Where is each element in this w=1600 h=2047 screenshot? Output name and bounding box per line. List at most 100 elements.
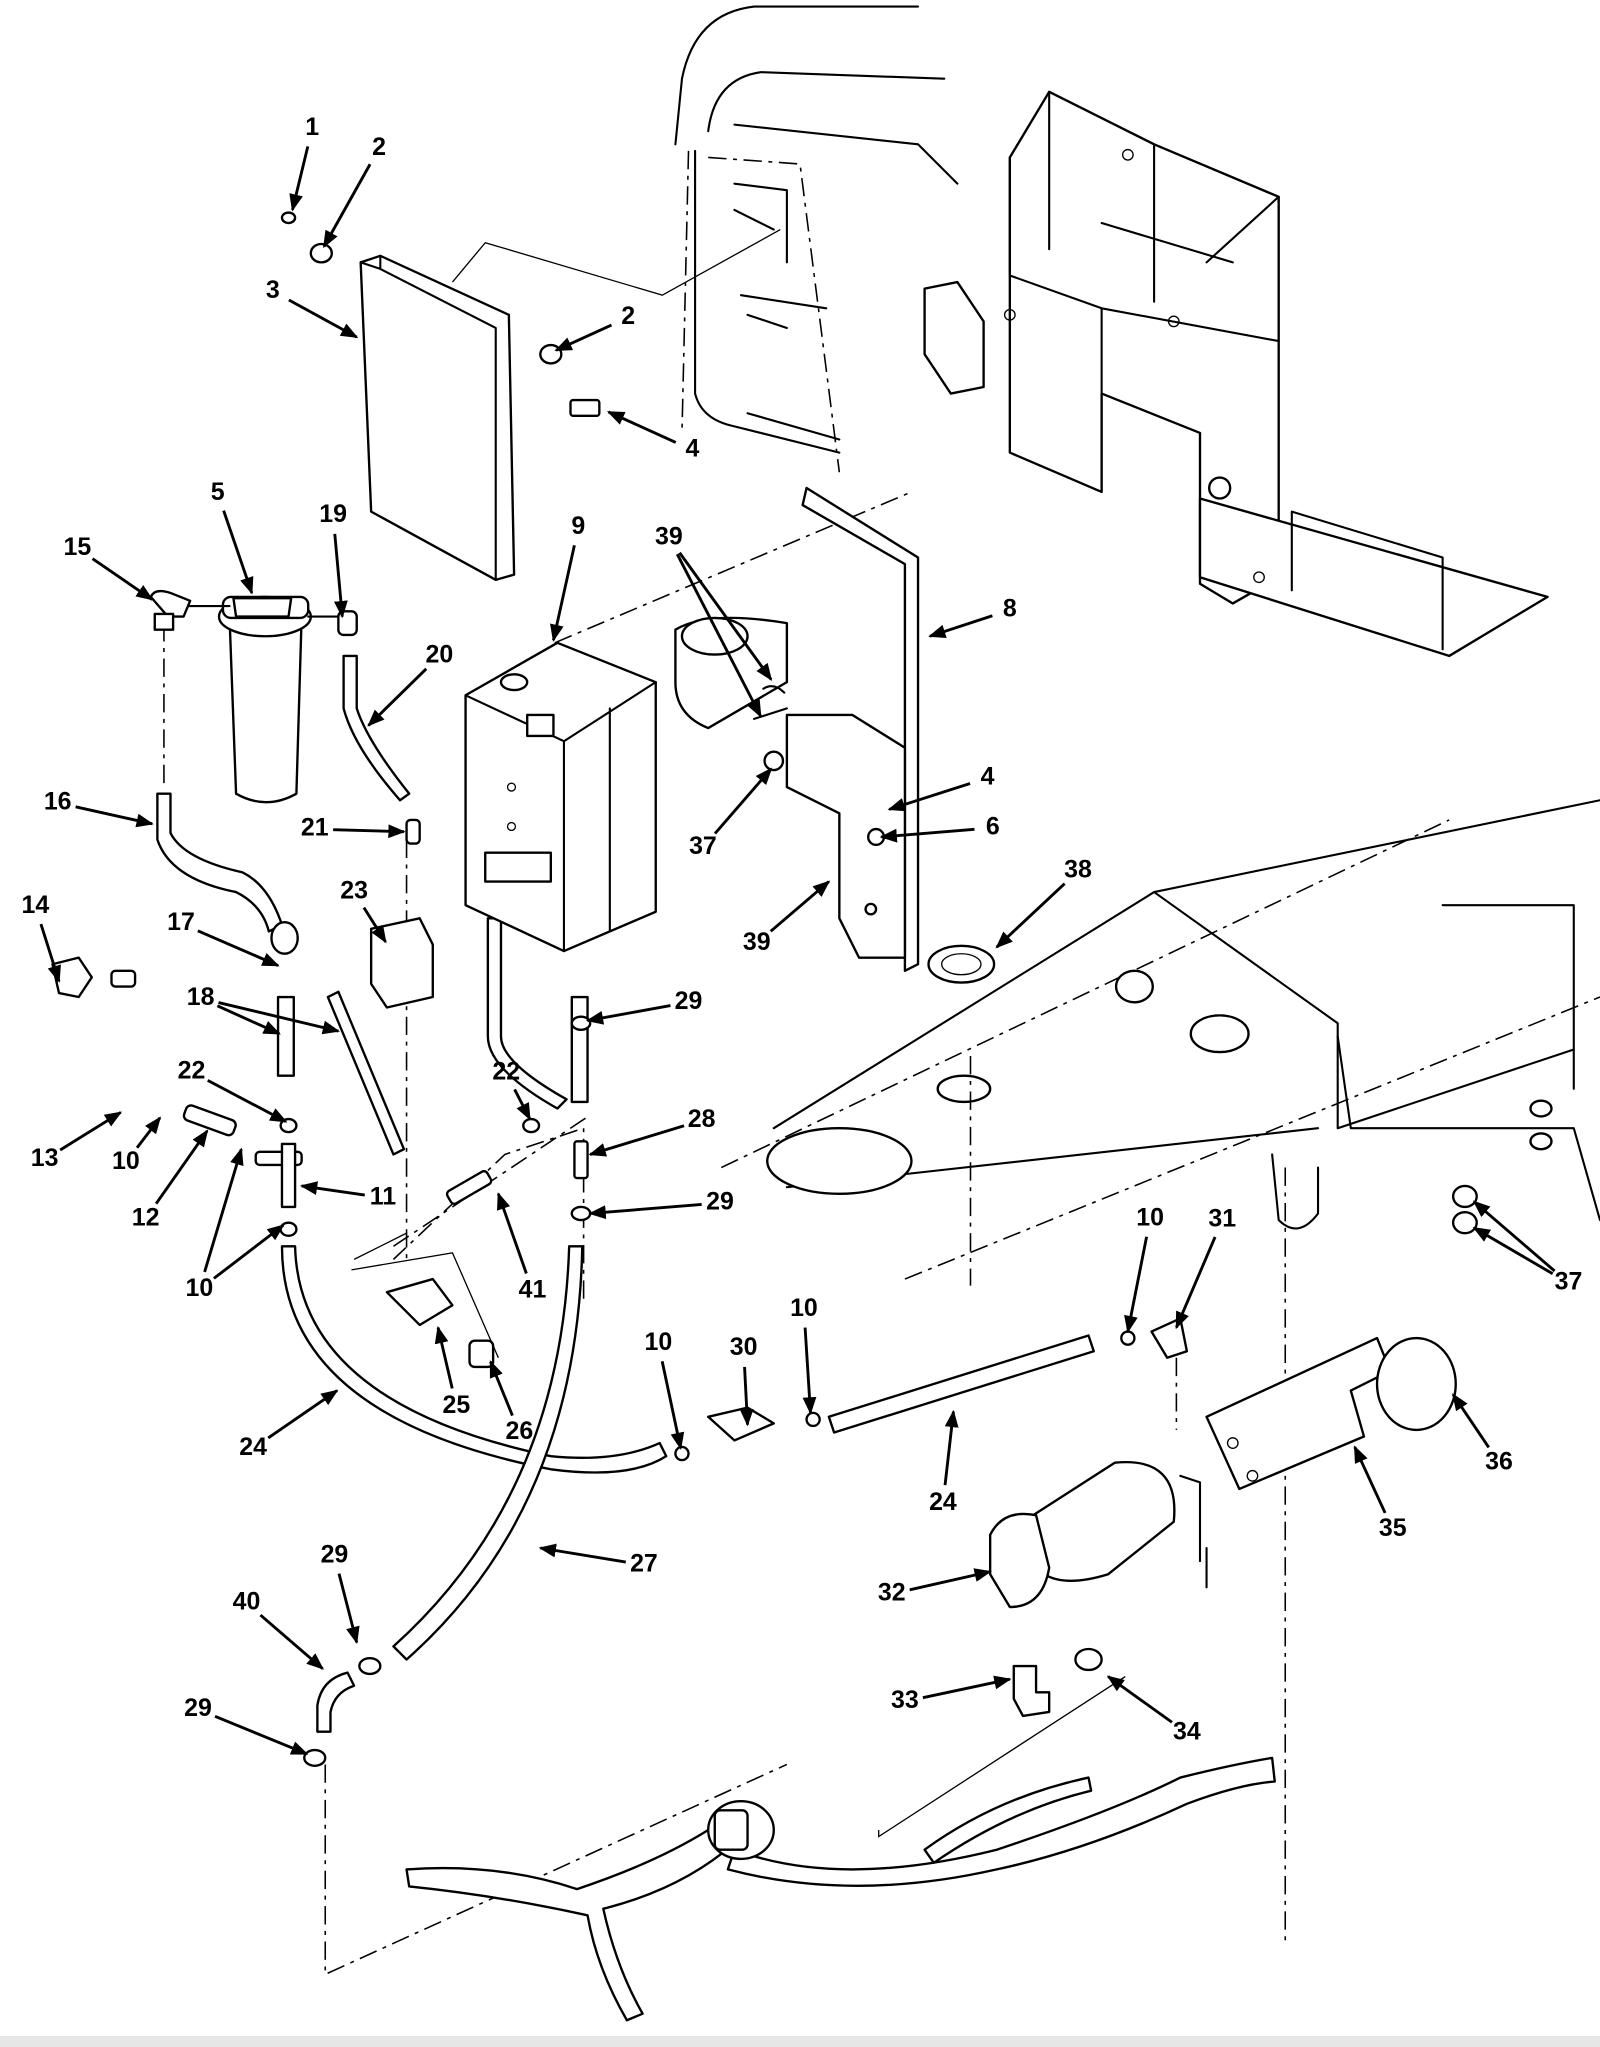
callout-arrow <box>1124 1236 1149 1334</box>
mounting-bracket <box>674 486 920 972</box>
bottom-bar <box>0 2036 1600 2047</box>
callout-arrow <box>1353 1445 1387 1514</box>
callout-label: 38 <box>1064 856 1092 884</box>
callout-label: 37 <box>1555 1268 1583 1296</box>
callout-label: 22 <box>178 1056 206 1084</box>
callout-arrow <box>259 1613 324 1670</box>
callout-label: 14 <box>22 891 50 919</box>
callout-label: 10 <box>790 1294 818 1322</box>
callout-arrow <box>943 1409 959 1486</box>
chassis-frame <box>393 799 1600 1280</box>
callout-label: 8 <box>1003 595 1017 623</box>
callout-label: 10 <box>112 1147 140 1175</box>
callout-arrow <box>267 1389 339 1440</box>
callout-arrow <box>337 1573 360 1645</box>
callout-arrow <box>216 1004 281 1036</box>
callout-arrow <box>489 1360 514 1417</box>
callout-arrow <box>1175 1236 1217 1330</box>
grommet <box>927 944 996 984</box>
callout-arrow <box>538 1543 627 1564</box>
callout-arrow <box>197 929 280 967</box>
callout-arrow <box>434 1325 454 1389</box>
callout-label: 4 <box>686 435 700 463</box>
callout-arrow <box>675 553 762 718</box>
callout-arrow <box>928 614 993 638</box>
callout-label: 26 <box>505 1417 533 1445</box>
callout-arrow <box>362 906 387 944</box>
callout-label: 33 <box>891 1686 919 1714</box>
callout-arrow <box>154 1129 209 1205</box>
callout-arrow <box>203 1147 244 1273</box>
callout-arrow <box>222 510 254 595</box>
callout-arrow <box>606 410 677 444</box>
callout-label: 18 <box>187 983 215 1011</box>
pump-assembly <box>988 1336 1457 1609</box>
callout-arrow <box>769 880 831 933</box>
diagram-artwork <box>51 5 1600 2022</box>
callout-arrow <box>550 544 576 642</box>
callout-label: 15 <box>64 533 92 561</box>
callout-label: 34 <box>1173 1718 1201 1746</box>
callout-arrow <box>678 551 773 681</box>
callout-arrow <box>214 1714 309 1756</box>
callout-label: 23 <box>340 877 368 905</box>
callout-arrow <box>496 1192 528 1275</box>
callout-label: 37 <box>689 832 717 860</box>
callout-arrow <box>288 298 359 339</box>
filter-housing <box>149 589 358 804</box>
callout-label: 29 <box>706 1188 734 1216</box>
callout-label: 30 <box>730 1333 758 1361</box>
callout-label: 17 <box>167 908 195 936</box>
callout-arrow <box>713 767 773 835</box>
callout-arrow <box>91 557 154 601</box>
hoses <box>156 654 1276 2022</box>
callout-arrow <box>333 533 348 619</box>
callout-label: 29 <box>321 1540 349 1568</box>
switch <box>369 917 434 1009</box>
callout-label: 31 <box>1208 1205 1236 1233</box>
callout-arrow <box>75 805 154 828</box>
callout-arrow <box>585 1004 671 1025</box>
callout-label: 28 <box>688 1105 716 1133</box>
assembly-lines <box>163 229 1287 1976</box>
callout-arrow <box>207 1079 288 1123</box>
battery-bracket <box>923 90 1549 658</box>
callout-label: 36 <box>1485 1447 1513 1475</box>
callout-arrow <box>299 1181 365 1197</box>
callout-arrow <box>322 163 372 249</box>
callout-arrow <box>909 1568 992 1592</box>
callout-arrow <box>588 1203 702 1220</box>
callout-arrow <box>333 824 406 839</box>
callout-label: 27 <box>630 1550 658 1578</box>
callout-arrow <box>554 323 613 352</box>
callout-arrow <box>1106 1675 1173 1724</box>
callout-arrow <box>802 1327 817 1415</box>
callout-label: 29 <box>184 1694 212 1722</box>
callout-arrow <box>218 1001 341 1035</box>
callout-arrow <box>39 923 61 983</box>
callout-label: 11 <box>370 1182 396 1210</box>
callout-arrow <box>887 782 971 812</box>
callout-arrow <box>879 827 975 843</box>
callout-arrow <box>213 1224 285 1280</box>
callout-label: 10 <box>645 1328 673 1356</box>
callout-arrow <box>588 1124 685 1157</box>
callout-label: 21 <box>301 814 329 842</box>
callout-label: 2 <box>621 302 635 330</box>
callout-arrow <box>1451 1393 1490 1449</box>
callout-label: 39 <box>743 928 771 956</box>
callout-label: 12 <box>132 1203 160 1231</box>
callout-label: 35 <box>1379 1514 1407 1542</box>
callout-label: 13 <box>31 1144 59 1172</box>
callout-arrow <box>1472 1200 1556 1273</box>
callout-arrow <box>1472 1226 1554 1275</box>
callout-label: 3 <box>266 276 280 304</box>
callout-label: 10 <box>1136 1203 1164 1231</box>
callout-arrow <box>739 1366 754 1427</box>
callout-arrow <box>922 1675 1012 1700</box>
callout-arrow <box>995 882 1066 949</box>
callout-arrow <box>289 146 310 212</box>
body-frame <box>674 5 959 473</box>
callout-label: 2 <box>372 133 386 161</box>
